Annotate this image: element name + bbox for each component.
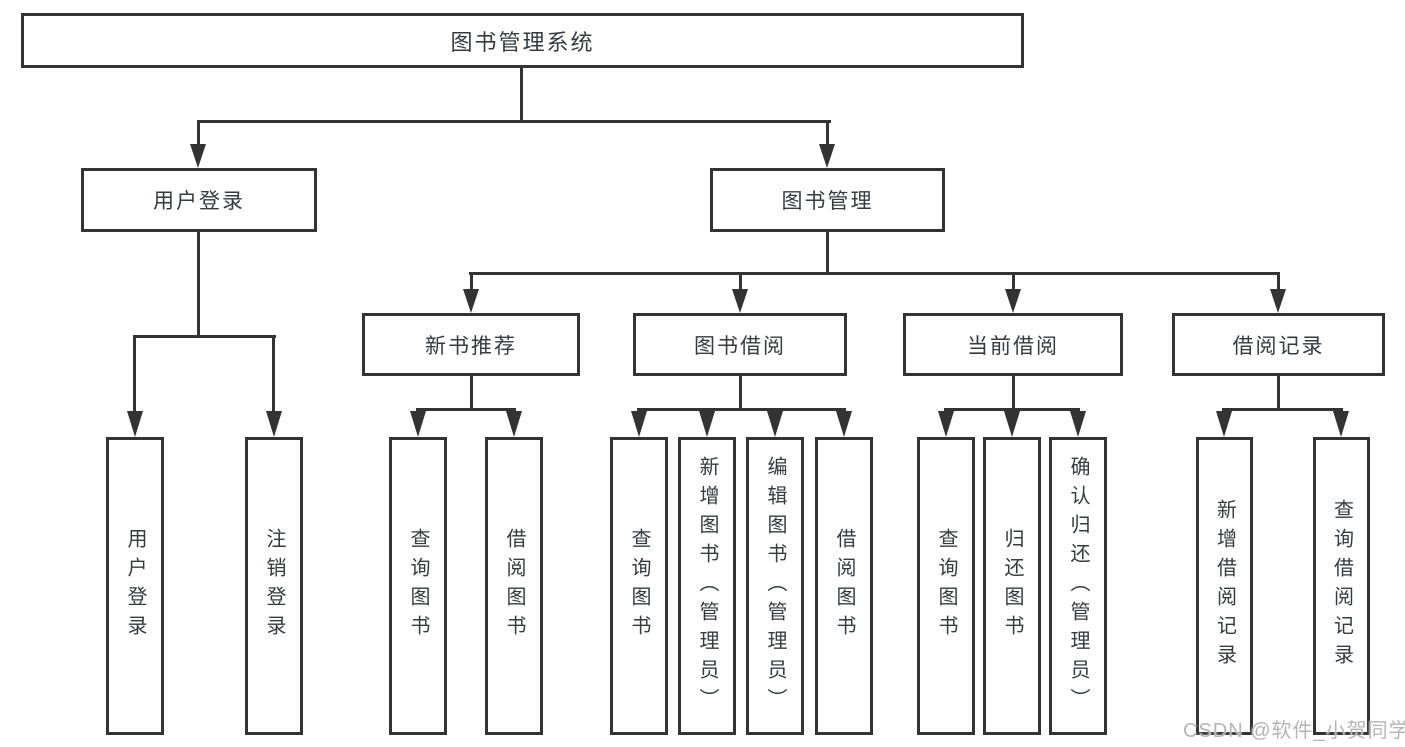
connector-borrow-records-stem xyxy=(1277,376,1280,408)
connector-user-login-stem xyxy=(197,232,200,335)
connector-new-books-bar xyxy=(416,408,516,411)
leaf-return-book: 归还图书 xyxy=(983,437,1041,735)
arrowhead-query-book-2 xyxy=(631,411,647,437)
connector-to-borrow-records xyxy=(1277,275,1280,291)
arrowhead-query-book-3 xyxy=(938,411,954,437)
leaf-query-book-current: 查询图书 xyxy=(917,437,975,735)
connector-user-login-bar xyxy=(133,335,276,338)
connector-to-book-borrow xyxy=(739,275,742,291)
arrowhead-user-login xyxy=(190,144,206,168)
leaf-user-login: 用户登录 xyxy=(106,437,164,735)
connector-book-management-stem xyxy=(826,232,829,272)
leaf-add-borrow-record: 新增借阅记录 xyxy=(1196,437,1253,735)
arrowhead-add-record xyxy=(1216,411,1232,437)
arrowhead-login-leaf xyxy=(127,411,143,437)
arrowhead-confirm-return xyxy=(1070,411,1086,437)
node-user-login: 用户登录 xyxy=(81,168,317,232)
leaf-query-book-recommend: 查询图书 xyxy=(389,437,447,735)
node-new-book-recommend: 新书推荐 xyxy=(362,313,580,376)
connector-book-management-bar xyxy=(469,272,1280,275)
connector-current-borrow-bar xyxy=(944,408,1080,411)
connector-root-stem xyxy=(520,68,523,120)
connector-book-borrow-stem xyxy=(739,376,742,408)
arrowhead-add-book xyxy=(699,411,715,437)
arrowhead-book-borrow xyxy=(732,289,748,313)
leaf-query-book-borrowing: 查询图书 xyxy=(610,437,668,735)
arrowhead-book-management xyxy=(819,144,835,168)
connector-current-borrow-stem xyxy=(1012,376,1015,408)
connector-to-login-leaf xyxy=(133,338,136,413)
arrowhead-query-record xyxy=(1333,411,1349,437)
connector-to-book-management xyxy=(826,123,829,146)
arrowhead-borrow-book-1 xyxy=(506,411,522,437)
connector-to-logout-leaf xyxy=(272,338,275,413)
arrowhead-borrow-records xyxy=(1270,289,1286,313)
arrowhead-borrow-book-2 xyxy=(836,411,852,437)
connector-root-bar xyxy=(197,120,831,123)
node-borrowing-records: 借阅记录 xyxy=(1172,313,1385,376)
node-library-management-system: 图书管理系统 xyxy=(21,13,1024,68)
leaf-add-book-admin: 新增图书（管理员） xyxy=(678,437,736,735)
arrowhead-logout-leaf xyxy=(266,411,282,437)
leaf-confirm-return-admin: 确认归还（管理员） xyxy=(1049,437,1107,735)
csdn-watermark: CSDN @软件_小贺同学 xyxy=(1183,720,1405,742)
connector-to-new-books xyxy=(470,275,473,291)
connector-to-current-borrow xyxy=(1012,275,1015,291)
leaf-borrow-book-recommend: 借阅图书 xyxy=(485,437,543,735)
arrowhead-query-book-1 xyxy=(410,411,426,437)
arrowhead-new-books xyxy=(463,289,479,313)
connector-borrow-records-bar xyxy=(1222,408,1343,411)
connector-book-borrow-bar xyxy=(637,408,846,411)
leaf-logout: 注销登录 xyxy=(245,437,303,735)
node-book-borrowing: 图书借阅 xyxy=(633,313,847,376)
arrowhead-current-borrow xyxy=(1005,289,1021,313)
leaf-query-borrow-record: 查询借阅记录 xyxy=(1313,437,1370,735)
node-current-borrowing: 当前借阅 xyxy=(903,313,1123,376)
arrowhead-return-book xyxy=(1004,411,1020,437)
connector-to-user-login xyxy=(197,123,200,146)
leaf-borrow-book: 借阅图书 xyxy=(815,437,873,735)
node-book-management: 图书管理 xyxy=(710,168,945,232)
arrowhead-edit-book xyxy=(767,411,783,437)
leaf-edit-book-admin: 编辑图书（管理员） xyxy=(746,437,804,735)
connector-new-books-stem xyxy=(470,376,473,408)
